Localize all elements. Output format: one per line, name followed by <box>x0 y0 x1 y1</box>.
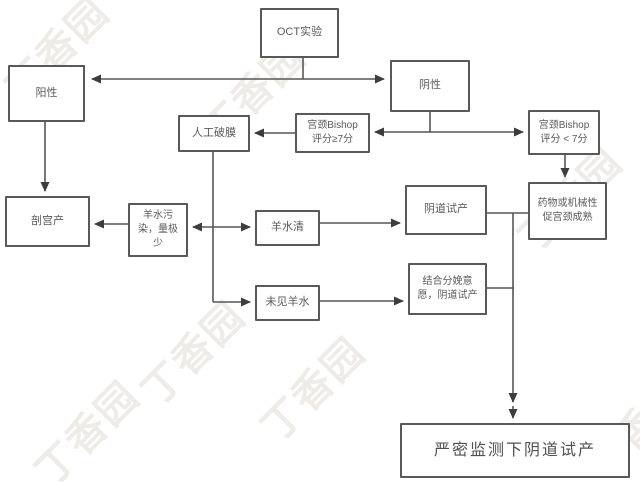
node-artificial-rupture-label: 人工破膜 <box>192 126 236 139</box>
node-positive-label: 阳性 <box>35 86 58 99</box>
node-combined-wish-label: 结合分娩意 愿，阴道试产 <box>417 276 478 301</box>
node-af-contaminated: 羊水污 染，量极 少 <box>128 203 188 257</box>
node-negative: 阴性 <box>390 60 470 112</box>
node-bishop-ge7-label: 宫颈Bishop 评分≥7分 <box>307 120 358 145</box>
node-oct-test-label: OCT实验 <box>276 26 323 39</box>
node-cervical-ripening: 药物或机械性 促宫颈成熟 <box>528 182 607 240</box>
node-af-clear-label: 羊水清 <box>271 221 304 234</box>
node-oct-test: OCT实验 <box>260 8 339 58</box>
node-bishop-lt7: 宫颈Bishop 评分 < 7分 <box>528 110 600 155</box>
node-bishop-lt7-label: 宫颈Bishop 评分 < 7分 <box>538 119 590 145</box>
node-final-monitored-trial-label: 严密监测下阴道试产 <box>433 441 596 459</box>
node-negative-label: 阴性 <box>419 79 441 92</box>
node-final-monitored-trial: 严密监测下阴道试产 <box>400 423 630 478</box>
node-af-clear: 羊水清 <box>255 210 320 246</box>
node-artificial-rupture: 人工破膜 <box>178 115 250 152</box>
node-cesarean-label: 剖宫产 <box>31 214 64 227</box>
node-cervical-ripening-label: 药物或机械性 促宫颈成熟 <box>537 198 598 223</box>
node-bishop-ge7: 宫颈Bishop 评分≥7分 <box>295 113 370 153</box>
node-af-contaminated-label: 羊水污 染，量极 少 <box>138 210 178 249</box>
node-no-af: 未见羊水 <box>255 285 320 321</box>
node-vaginal-trial-label: 阴道试产 <box>424 203 468 216</box>
node-no-af-label: 未见羊水 <box>265 296 310 309</box>
node-vaginal-trial: 阴道试产 <box>405 185 487 235</box>
node-combined-wish: 结合分娩意 愿，阴道试产 <box>408 263 487 315</box>
node-positive: 阳性 <box>8 65 85 122</box>
node-cesarean: 剖宫产 <box>5 196 90 247</box>
